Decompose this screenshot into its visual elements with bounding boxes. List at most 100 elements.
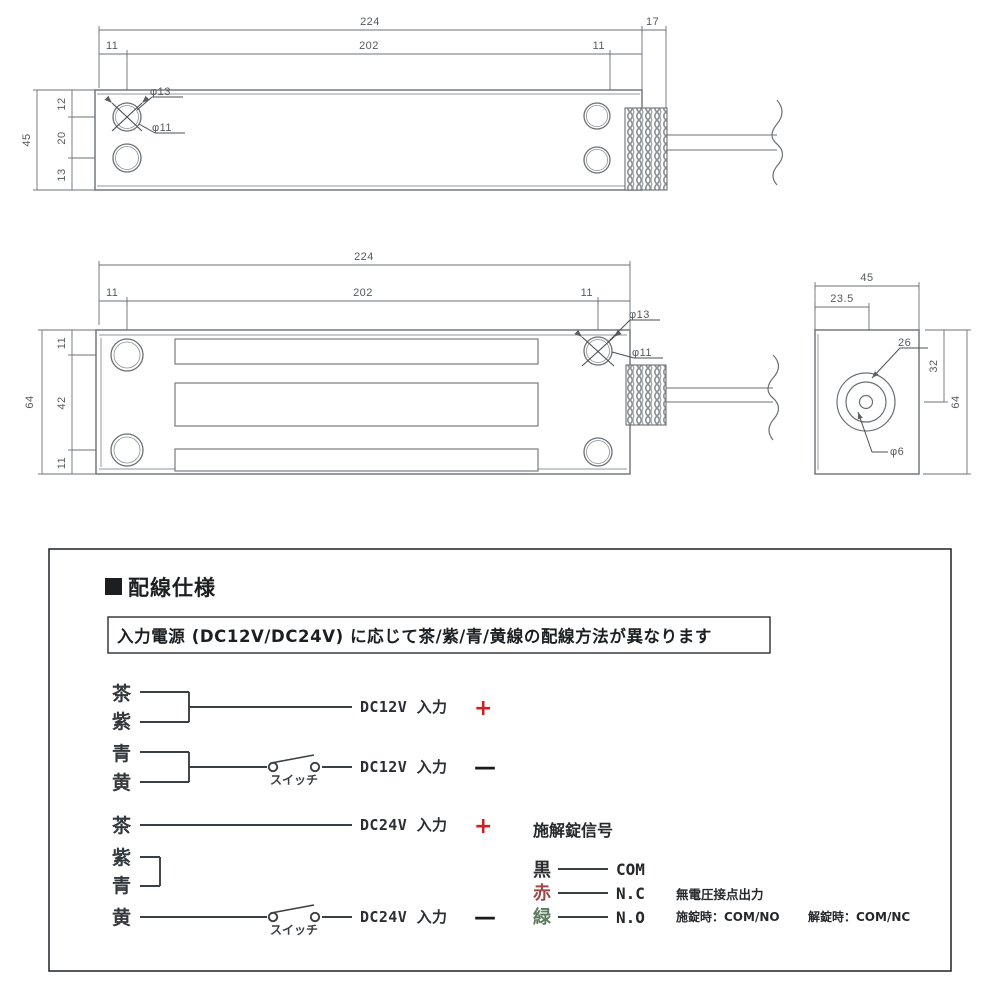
polarity-sign-dc24v-minus: — [474,905,496,930]
lock-bolt-circles-side [836,372,896,432]
dim-label-235-side: 23.5 [830,293,853,305]
callout-26-side: 26 [898,337,911,349]
dim-label-17-top: 17 [646,16,659,28]
wire-label-ao-24v: 青 [112,875,131,897]
switch-label-dc12v: スイッチ [270,773,318,787]
callout-phi6-side: φ6 [890,446,904,458]
polarity-sign-dc12v-plus: + [474,696,492,721]
leader-phi11-top [138,123,185,134]
wiring-panel-border [48,548,952,972]
callout-phi13-face: φ13 [629,309,650,321]
signal-wire-aka: 赤 [533,883,551,904]
dim-label-11-left-face: 11 [106,287,118,299]
signal-terminal-no: N.O [616,908,645,927]
dim-17-top [642,26,667,108]
mounting-hole-top-left-crossed [104,95,150,132]
section-bullet-icon [105,578,122,595]
mounting-hole-face-bottom-right [583,437,613,467]
leader-phi6-side [857,411,888,453]
bracket-12v-plus [140,691,352,723]
dim-label-11-a-face: 11 [56,337,68,349]
dim-label-13: 13 [56,168,68,181]
dim-label-45-left: 45 [21,133,33,146]
dim-label-32-side: 32 [928,359,940,372]
dim-label-12: 12 [56,97,68,110]
magnet-slot-2 [174,382,539,427]
cable-top [666,99,784,186]
cable-gland-top [624,107,668,191]
dim-224-top [98,26,643,98]
dim-45-side [814,282,920,330]
dim-label-202-top: 202 [359,40,379,52]
dim-235-side [814,303,870,330]
bracket-24v-tie [140,856,161,887]
wire-label-ki-12v: 黄 [112,771,131,794]
dim-label-45-side: 45 [860,272,873,284]
signal-terminal-com: COM [616,860,645,879]
dim-label-224-top: 224 [360,16,380,28]
mounting-hole-face-top-left [110,338,144,372]
lock-signal-title: 施解錠信号 [533,821,613,840]
dim-64-side [923,329,971,475]
polarity-sign-dc12v-minus: — [474,755,496,780]
notice-box-border [107,616,771,654]
switch-symbol-dc24v [267,904,321,923]
leader-26-side [871,347,928,379]
body-outline-top [94,89,643,191]
callout-phi11-face: φ11 [632,347,652,359]
wiring-group-dc24v: 茶 DC24V 入力 + 紫 青 黄 スイッチ [112,814,496,937]
wiring-section-title: 配線仕様 [128,576,216,600]
output-label-dc24v-plus: DC24V 入力 [360,816,447,834]
view-face: 224 202 11 11 64 [24,251,780,475]
cable-face [666,354,780,441]
wire-label-cha-12v: 茶 [112,682,132,705]
bracket-12v-minus [140,751,352,783]
view-top-plan: 224 202 11 11 17 [21,16,784,191]
dim-45-left [33,89,95,191]
output-label-dc12v-minus: DC12V 入力 [360,758,447,776]
callout-phi11-top: φ11 [152,122,172,134]
mounting-hole-face-top-right-crossed [574,329,622,367]
wire-label-ao-12v: 青 [112,743,131,765]
wiring-group-dc12v: 茶 紫 DC12V 入力 + 青 黄 [112,682,496,794]
dim-label-11-right-top: 11 [593,40,605,52]
dim-label-11-right-face: 11 [581,287,593,299]
dim-label-64-side: 64 [950,395,962,408]
leader-phi13-top [136,96,183,111]
mounting-holes-right-top [583,102,611,174]
switch-label-dc24v: スイッチ [270,923,318,937]
switch-symbol-dc12v [267,754,321,773]
callout-phi13-top: φ13 [150,86,171,98]
dim-label-42-face: 42 [56,396,68,409]
signal-terminal-nc: N.C [616,884,645,903]
body-outline-side [814,329,920,475]
cable-gland-face [625,364,667,426]
lock-signal-block: 施解錠信号 黒 COM 赤 N.C 緑 N.O 無電圧接点出力 施錠時：COM/… [533,821,910,928]
dim-label-11-left-top: 11 [106,40,118,52]
dim-label-11-b-face: 11 [56,457,68,469]
wire-label-murasaki-24v: 紫 [112,847,131,869]
magnet-slot-3 [174,448,539,472]
signal-note-unlock-state: 解錠時：COM/NC [808,909,910,924]
signal-note-dry-contact: 無電圧接点出力 [676,887,764,902]
leader-phi13-face [607,319,660,343]
leader-phi11-face [611,351,663,359]
wire-label-cha-24v: 茶 [112,814,132,837]
wire-label-ki-24v: 黄 [112,906,131,929]
mounting-hole-bottom-left [112,143,142,173]
wire-label-murasaki-12v: 紫 [112,711,131,733]
dim-label-64-face: 64 [24,395,36,408]
magnet-slot-1 [174,338,539,365]
output-label-dc24v-minus: DC24V 入力 [360,908,447,926]
signal-wire-midori: 緑 [533,906,552,928]
notice-text: 入力電源 (DC12V/DC24V) に応じて茶/紫/青/黄線の配線方法が異なり… [117,626,712,646]
dim-label-20: 20 [56,131,68,144]
signal-note-lock-state: 施錠時：COM/NO [676,909,780,924]
wiring-spec-panel: 配線仕様 入力電源 (DC12V/DC24V) に応じて茶/紫/青/黄線の配線方… [48,548,952,972]
mounting-hole-face-bottom-left [110,433,144,467]
dim-label-202-face: 202 [353,287,373,299]
dim-224-face [98,261,631,330]
polarity-sign-dc24v-plus: + [474,814,492,839]
